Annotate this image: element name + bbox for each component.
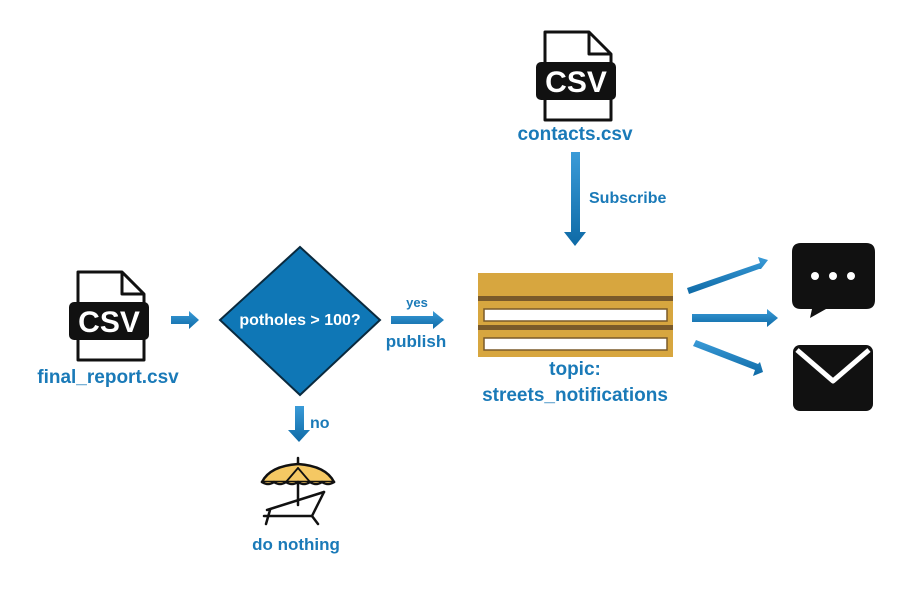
publish-label: publish	[386, 332, 446, 351]
contacts-label: contacts.csv	[517, 124, 633, 145]
publish-arrow	[391, 311, 444, 329]
subscribe-label: Subscribe	[589, 190, 666, 207]
no-label: no	[310, 415, 330, 432]
no-arrow	[288, 406, 310, 442]
topic-icon	[478, 273, 673, 357]
subscribe-arrow	[564, 152, 586, 246]
arrow-to-decision	[171, 311, 199, 329]
beach-umbrella-icon	[260, 456, 336, 526]
envelope-icon	[793, 345, 873, 411]
chat-bubble-icon	[792, 243, 875, 318]
fanout-arrow-middle	[692, 309, 778, 327]
fanout-arrow-upper	[687, 257, 768, 294]
csv-badge-text: CSV	[78, 306, 140, 339]
topic-label-line1: topic:	[549, 359, 601, 380]
do-nothing-label: do nothing	[252, 535, 340, 554]
decision-text: potholes > 100?	[239, 312, 360, 329]
csv-badge-text: CSV	[545, 66, 607, 99]
fanout-arrow-lower	[693, 340, 763, 376]
final-report-csv-icon: CSV	[69, 270, 149, 362]
topic-label-line2: streets_notifications	[482, 385, 668, 406]
contacts-csv-icon: CSV	[536, 30, 616, 122]
decision-diamond	[218, 245, 382, 397]
final-report-label: final_report.csv	[37, 367, 179, 388]
yes-label: yes	[406, 295, 428, 310]
